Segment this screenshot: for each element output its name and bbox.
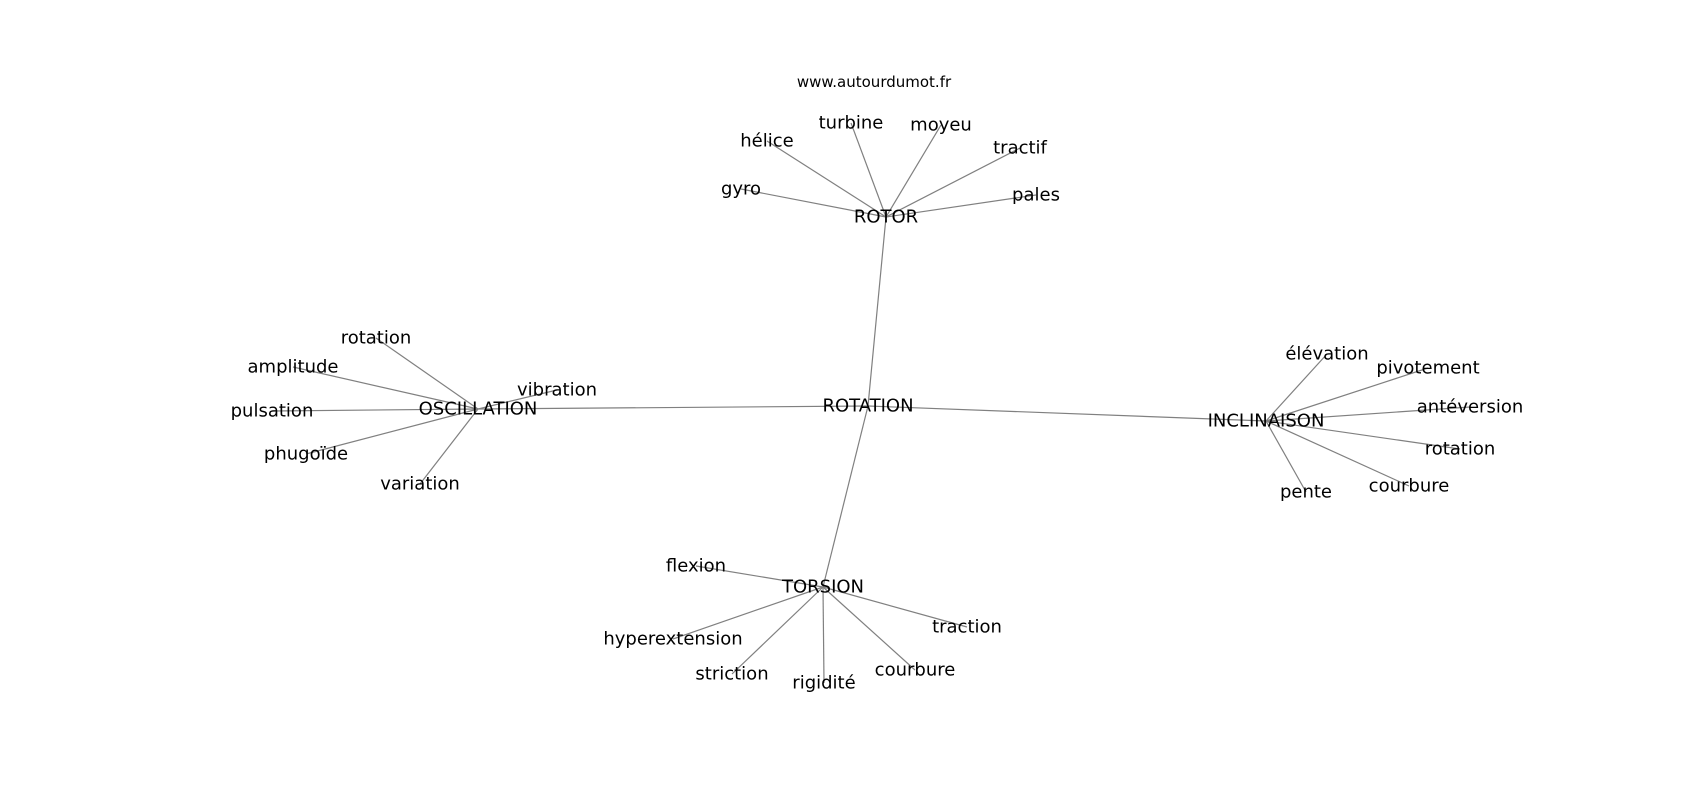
edge-inclinaison-rotation_inc [1265,420,1461,450]
edge-rotation_center-torsion [822,405,869,588]
edge-torsion-flexion [695,565,824,588]
node-label-oscillation: OSCILLATION [419,399,538,420]
edge-torsion-courbure_tor [822,586,916,671]
edge-torsion-traction [822,586,968,628]
node-label-rigidite: rigidité [792,673,855,694]
node-label-rotation-inc: rotation [1425,439,1496,460]
node-label-torsion: TORSION [781,577,864,598]
node-label-vibration: vibration [517,380,597,401]
node-label-anteversion: antéversion [1417,397,1524,418]
node-label-tractif: tractif [993,138,1047,159]
node-label-amplitude: amplitude [248,357,339,378]
edge-oscillation-phugoide [305,408,479,455]
node-label-pivotement: pivotement [1376,358,1479,379]
node-label-rotor: ROTOR [854,207,918,228]
edge-rotor-tractif [885,147,1021,218]
node-label-rotation-osc: rotation [341,328,412,349]
edge-inclinaison-pente [1265,420,1307,493]
node-label-helice: hélice [740,131,793,152]
edge-oscillation-rotation_osc [375,337,479,410]
node-label-elevation: élévation [1285,344,1368,365]
edge-oscillation-pulsation [271,408,479,412]
edge-oscillation-variation [419,408,479,485]
edge-rotor-helice [766,140,887,218]
edge-rotation_center-oscillation [477,405,869,410]
node-label-courbure-inc: courbure [1369,476,1450,497]
edge-inclinaison-pivotement [1265,367,1429,422]
edge-rotor-pales [885,194,1037,218]
node-label-variation: variation [380,474,460,495]
edge-torsion-hyperextension [672,586,824,640]
edge-rotation_center-rotor [867,216,887,407]
nodes-layer: ROTATION ROTOR OSCILLATION INCLINAISON TORSI… [231,113,1524,694]
edges-layer [271,122,1471,684]
node-label-rotation-center: ROTATION [822,396,913,417]
node-label-traction: traction [932,617,1002,638]
edge-rotation_center-inclinaison [867,405,1267,422]
node-label-courbure-tor: courbure [875,660,956,681]
node-label-pales: pales [1012,185,1060,206]
edge-torsion-rigidite [822,586,825,684]
edge-inclinaison-courbure_inc [1265,420,1410,487]
edge-inclinaison-anteversion [1265,406,1471,422]
edge-inclinaison-elevation [1265,353,1328,422]
node-label-flexion: flexion [666,556,726,577]
node-label-hyperextension: hyperextension [603,629,742,650]
watermark-text: www.autourdumot.fr [797,73,952,91]
edge-oscillation-vibration [477,389,558,410]
node-label-striction: striction [695,664,768,685]
edge-rotor-gyro [740,188,887,218]
edge-torsion-striction [731,586,824,675]
node-label-gyro: gyro [721,179,761,200]
node-label-turbine: turbine [819,113,884,134]
node-label-pulsation: pulsation [231,401,314,422]
node-label-moyeu: moyeu [910,115,972,136]
edge-oscillation-amplitude [292,366,479,410]
edge-rotor-turbine [850,122,887,218]
edge-rotor-moyeu [885,124,942,218]
node-label-pente: pente [1280,482,1332,503]
node-label-phugoide: phugoïde [264,444,348,465]
node-label-inclinaison: INCLINAISON [1208,411,1325,432]
